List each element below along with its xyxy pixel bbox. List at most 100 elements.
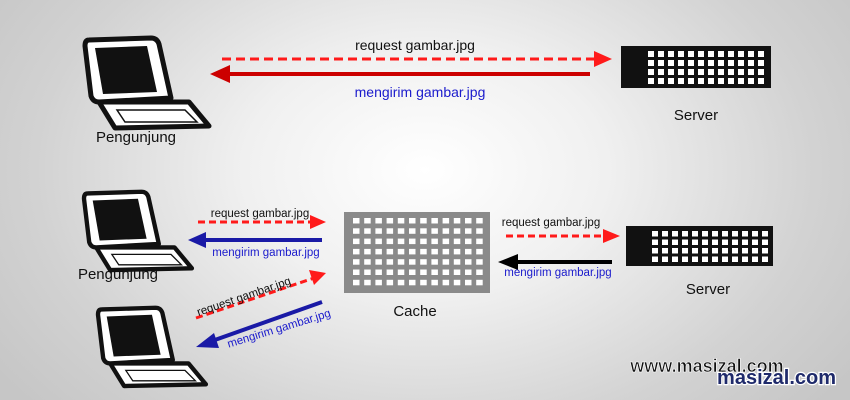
server-grid-bottom-cell (692, 239, 698, 245)
server-grid-bottom-cell (752, 248, 758, 254)
cache-grid-cell (476, 218, 483, 224)
server-grid-bottom-cell (742, 248, 748, 254)
server-grid-cell (738, 69, 744, 75)
server-grid-cell (748, 78, 754, 84)
cache-grid-cell (409, 279, 416, 286)
cache-grid-cell (465, 269, 472, 275)
cache-grid-cell (364, 218, 371, 224)
request-arrow (222, 51, 612, 67)
cache-grid-cell (431, 218, 438, 224)
server-grid-bottom-cell (742, 239, 748, 245)
cache-grid-cell (476, 269, 483, 275)
server-grid-cell (708, 51, 714, 57)
cache-grid-cell (397, 269, 405, 275)
visitor-laptop-icon-2 (98, 308, 206, 386)
cache-grid-cell (420, 269, 427, 275)
server-grid-cell (648, 60, 654, 66)
server-grid-bottom-cell (722, 256, 728, 262)
response-label-1: mengirim gambar.jpg (212, 247, 319, 259)
server-grid-cell (678, 51, 684, 57)
server-grid-cell (708, 60, 714, 66)
server-grid-bottom-cell (702, 231, 708, 237)
cache-grid-cell (476, 248, 483, 255)
cache-grid-cell (420, 248, 427, 255)
server-grid-bottom-cell (722, 239, 728, 245)
cache-grid-cell (397, 248, 405, 255)
cache-grid-cell (476, 279, 483, 286)
cache-response-label: mengirim gambar.jpg (504, 267, 611, 279)
server-grid-bottom-cell (752, 239, 758, 245)
response-arrow-1 (188, 232, 322, 248)
cache-grid-cell (364, 259, 371, 265)
server-grid-bottom-cell (692, 248, 698, 254)
cache-grid-cell (409, 259, 416, 265)
server-grid-bottom-cell (732, 256, 738, 262)
server-grid-cell (688, 69, 694, 75)
server-grid-cell (678, 69, 684, 75)
server-grid-bottom-cell (752, 256, 758, 262)
server-grid-bottom-cell (722, 248, 728, 254)
watermark: www.masizal.com masizal.com (629, 356, 837, 391)
visitor-laptop-icon (85, 38, 209, 128)
cache-grid-cell (442, 248, 450, 255)
server-grid-cell (758, 60, 764, 66)
cache-grid-cell (397, 218, 405, 224)
request-label-1: request gambar.jpg (211, 208, 309, 220)
cache-grid-cell (375, 259, 382, 265)
cache-grid-cell (353, 238, 360, 245)
cache-grid-cell (420, 279, 427, 286)
server-grid-cell (668, 78, 674, 84)
response-label: mengirim gambar.jpg (355, 84, 486, 100)
server-grid-cell (728, 69, 734, 75)
server-grid-cell (658, 60, 664, 66)
server-grid-cell (738, 78, 744, 84)
cache-grid-cell (386, 248, 394, 255)
server-grid-cell (668, 60, 674, 66)
server-grid-bottom-cell (762, 248, 768, 254)
server-grid-bottom-cell (722, 231, 728, 237)
cache-grid-cell (375, 279, 382, 286)
server-grid-bottom-cell (652, 231, 658, 237)
cache-grid-cell (476, 238, 483, 245)
cache-grid-cell (375, 238, 382, 245)
server-grid-bottom-cell (702, 248, 708, 254)
cache-grid-cell (431, 228, 438, 234)
cache-grid-cell (453, 248, 461, 255)
server-grid-cell (748, 60, 754, 66)
server-grid-bottom-cell (652, 248, 658, 254)
cache-grid-cell (442, 218, 450, 224)
server-grid-cell (738, 51, 744, 57)
server-grid-bottom-cell (662, 239, 668, 245)
cache-grid-cell (386, 228, 394, 234)
server-grid-bottom-cell (682, 256, 688, 262)
server-grid-bottom-cell (652, 239, 658, 245)
cache-grid-cell (353, 279, 360, 286)
cache-label: Cache (393, 303, 436, 320)
server-grid-cell (688, 78, 694, 84)
cache-grid-cell (431, 269, 438, 275)
server-grid-bottom-cell (732, 239, 738, 245)
server-grid-bottom-cell (672, 248, 678, 254)
cache-grid-cell (409, 248, 416, 255)
cache-grid-cell (353, 259, 360, 265)
cache-grid-cell (375, 269, 382, 275)
server-grid-bottom-cell (672, 256, 678, 262)
server-grid-bottom-cell (692, 256, 698, 262)
server-grid-bottom-cell (762, 231, 768, 237)
cache-grid-cell (453, 238, 461, 245)
cache-grid-cell (442, 279, 450, 286)
server-grid-cell (748, 69, 754, 75)
server-grid-cell (758, 78, 764, 84)
cache-grid-cell (353, 248, 360, 255)
watermark-url: www.masizal.com (629, 356, 783, 376)
server-grid-bottom-cell (692, 231, 698, 237)
response-arrow (210, 65, 590, 83)
cache-grid-cell (386, 238, 394, 245)
cache-grid-cell (409, 238, 416, 245)
server-grid-bottom-cell (662, 231, 668, 237)
visitor-laptop-icon-1 (84, 192, 192, 270)
server-grid-bottom-cell (682, 239, 688, 245)
cache-grid-cell (409, 269, 416, 275)
cache-grid-cell (476, 228, 483, 234)
